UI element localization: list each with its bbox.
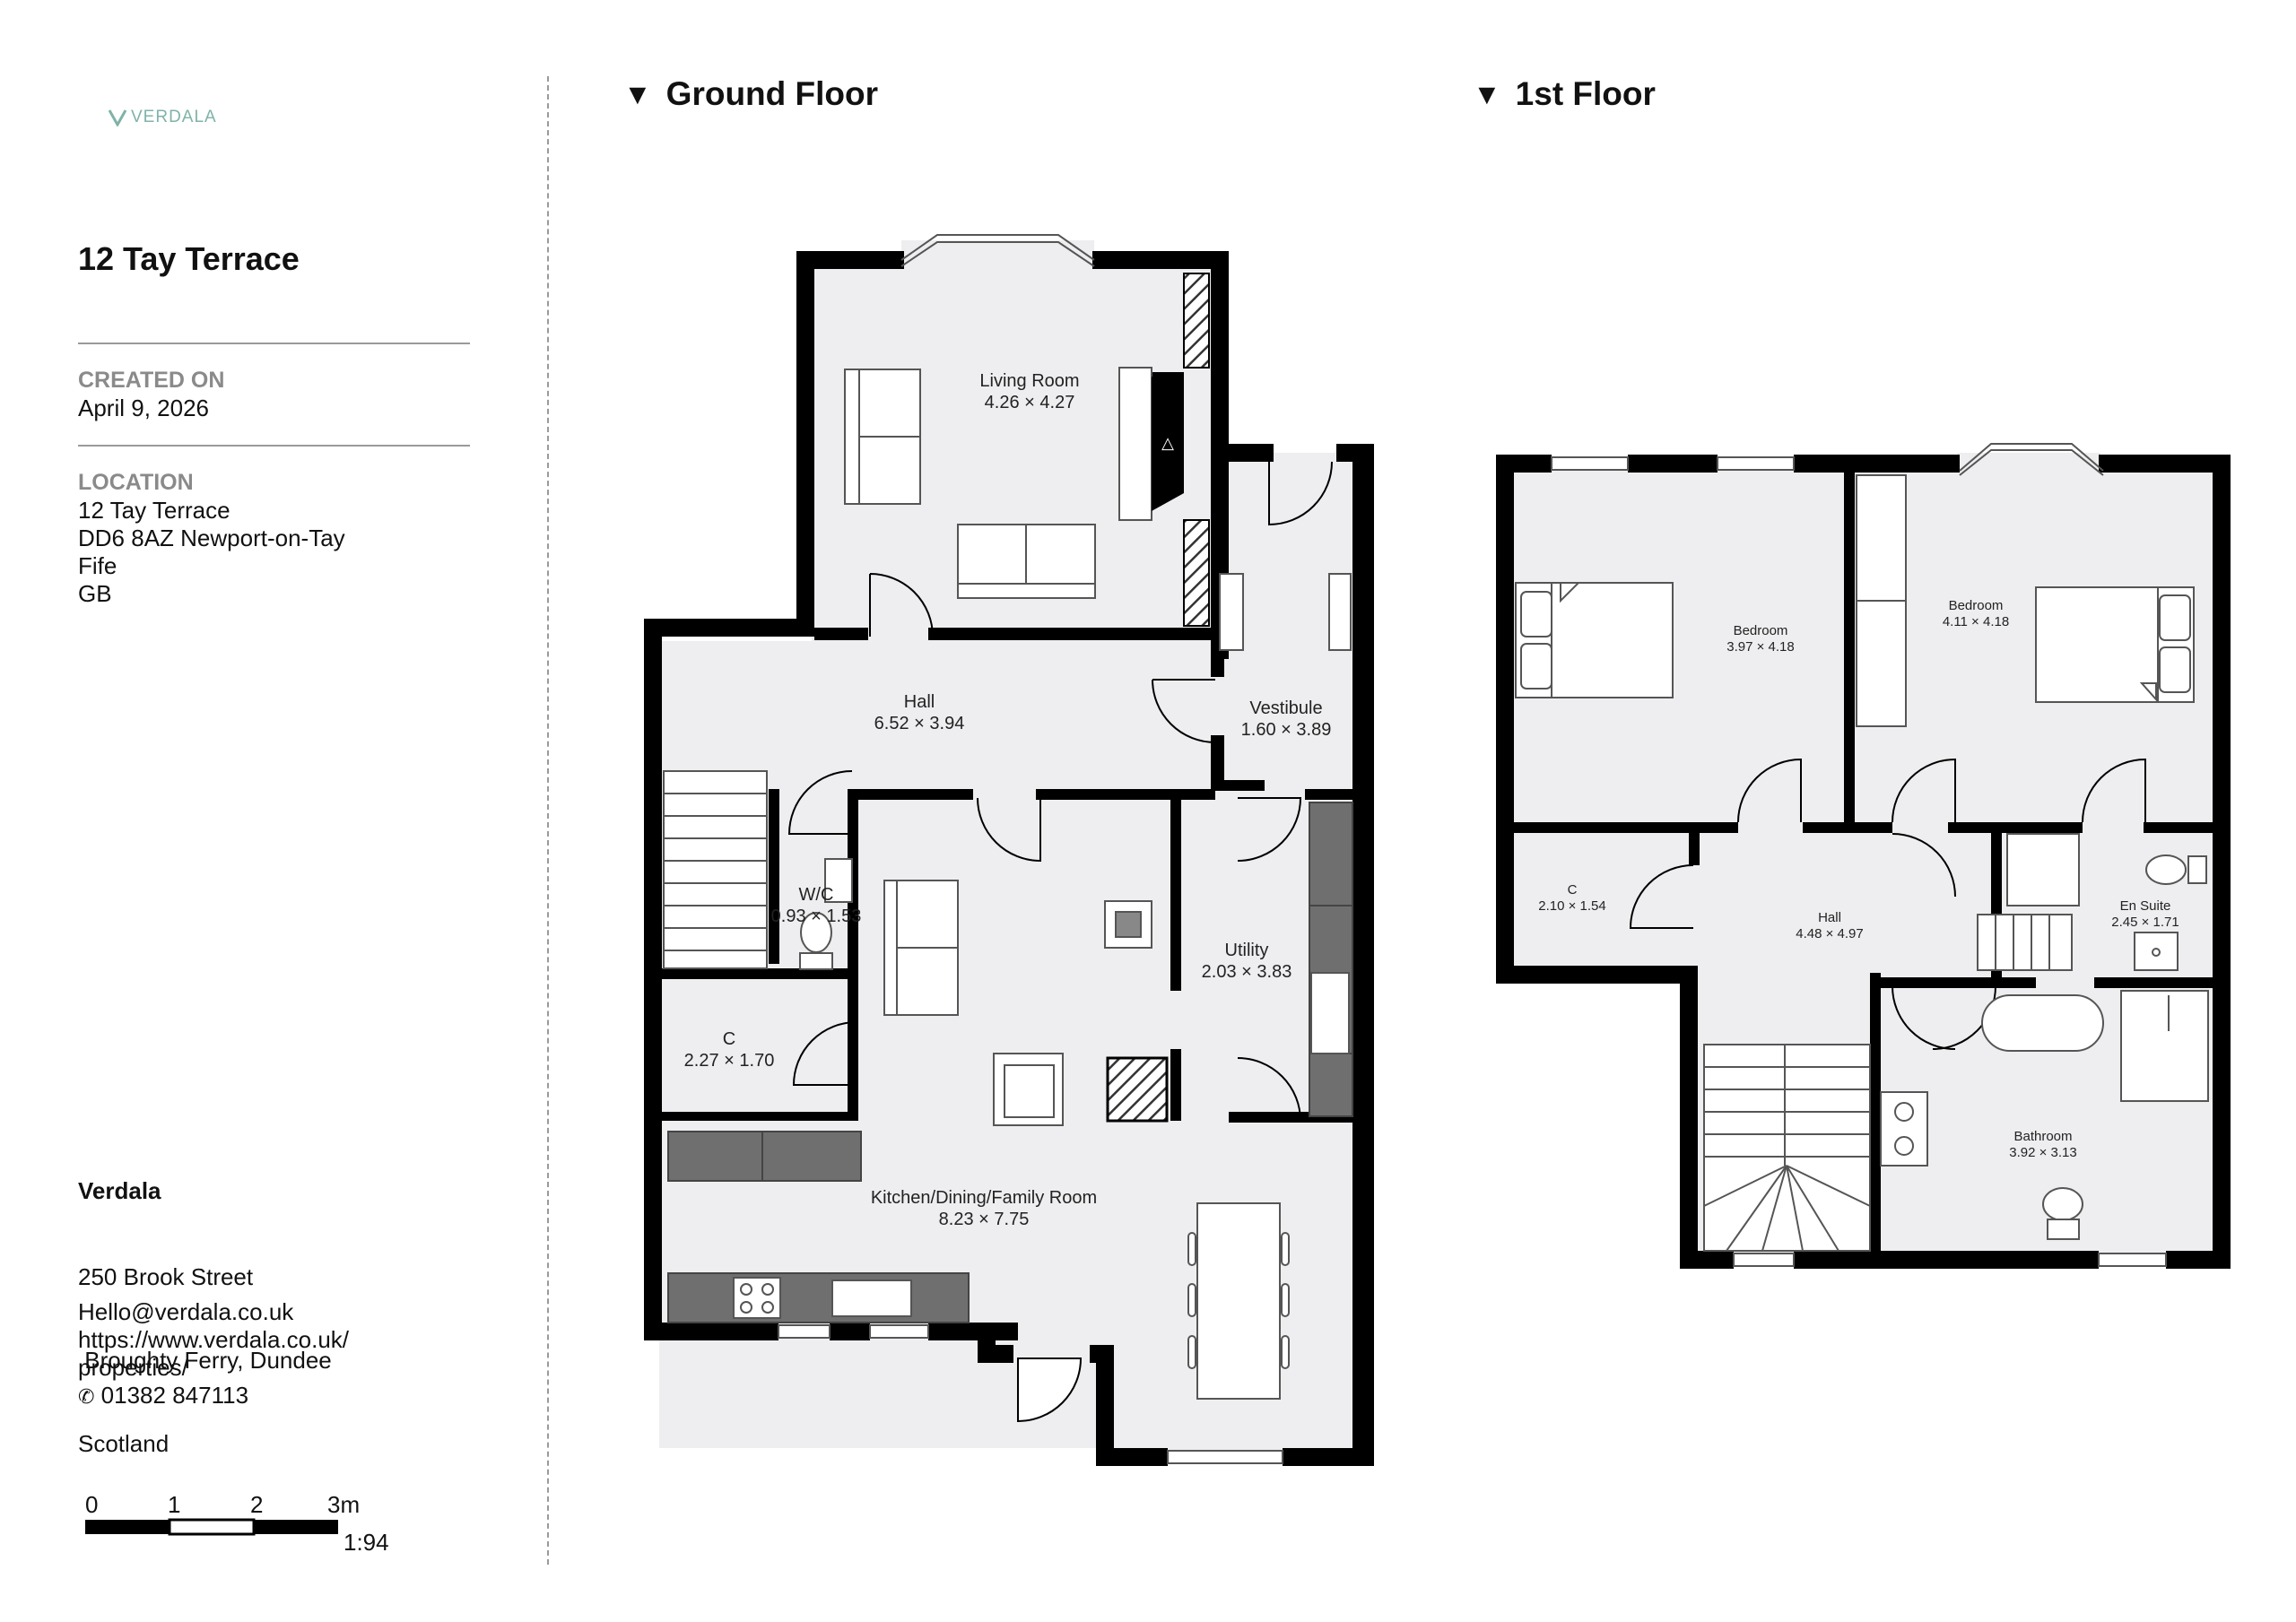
ground-room-labels: Living Room 4.26 × 4.27 Hall 6.52 × 3.94… [684,371,1332,1229]
section-divider [547,76,549,1565]
scale-ratio: 1:94 [344,1529,389,1556]
divider-rule [78,445,470,447]
chimney-hatch [1106,273,1210,1123]
floor-heading-first: ▼ 1st Floor [1473,75,1656,113]
room-name: W/C [799,885,834,905]
room-dims: 3.97 × 4.18 [1726,639,1794,655]
company-logo: VERDALA [108,108,217,127]
scale-tick-label: 2 [250,1493,263,1518]
ground-floor-windows [778,234,1283,1464]
hob-icon [733,1277,781,1319]
room-name: En Suite [2120,898,2171,914]
agent-address-line: Scotland [78,1430,170,1457]
ground-floor-furniture [799,369,1352,1400]
bathtub-icon [1981,994,2104,1052]
scale-tick-label: 0 [85,1493,98,1518]
shower-icon [2006,833,2080,906]
location-address: 12 Tay Terrace DD6 8AZ Newport-on-Tay Fi… [78,497,345,608]
location-line: DD6 8AZ Newport-on-Tay [78,525,345,551]
room-name: Vestibule [1249,698,1322,718]
ground-floor-doors [787,461,1333,1423]
divider-rule [78,343,470,344]
created-value: April 9, 2026 [78,395,209,421]
room-name: Bedroom [1949,598,2004,613]
website-line[interactable]: https://www.verdala.co.uk/ [78,1326,350,1353]
room-dims: 3.92 × 3.13 [2009,1145,2076,1160]
created-label: CREATED ON [78,368,225,393]
toilet-icon [2042,1187,2083,1221]
floor-heading-ground: ▼ Ground Floor [623,75,878,113]
fireplace-icon: △ [1118,367,1184,521]
shower-icon [2120,990,2209,1102]
floor-heading-label: Ground Floor [665,75,879,112]
triangle-down-icon: ▼ [623,77,652,110]
first-floor-doors [1629,758,2146,1050]
room-dims: 2.27 × 1.70 [684,1051,775,1071]
agent-name: Verdala [78,1177,161,1204]
info-sidebar: VERDALA 12 Tay Terrace CREATED ON April … [0,0,547,1622]
room-dims: 8.23 × 7.75 [939,1210,1030,1229]
first-floor-stairs [1703,914,2073,1252]
svg-text:△: △ [1161,434,1174,452]
scale-tick-label: 1 [168,1493,180,1518]
sink-icon [824,858,853,903]
room-name: Bathroom [2013,1129,2072,1144]
agent-contact: Hello@verdala.co.uk https://www.verdala.… [78,1298,349,1410]
room-name: C [723,1029,735,1049]
sink-icon [831,1279,912,1317]
location-line: 12 Tay Terrace [78,497,230,524]
kitchen-units [667,802,1353,1323]
triangle-down-icon: ▼ [1473,77,1501,110]
scale-segment [85,1520,170,1534]
agent-website-link[interactable]: https://www.verdala.co.uk/ properties/ [78,1326,349,1382]
room-name: Living Room [979,371,1079,391]
property-title: 12 Tay Terrace [78,240,300,277]
room-name: Kitchen/Dining/Family Room [871,1188,1097,1208]
ground-floor-stairs [663,770,768,969]
dining-table [1196,1202,1281,1400]
room-dims: 1.60 × 3.89 [1241,720,1332,740]
kitchen-fixtures [733,972,1350,1319]
room-dims: 4.26 × 4.27 [985,393,1075,412]
room-name: C [1568,882,1578,898]
sink-icon [2134,932,2179,971]
floor-heading-label: 1st Floor [1515,75,1656,112]
wardrobe [1856,474,1907,727]
scale-segment [254,1520,338,1534]
logo-mark-icon [108,109,127,126]
agent-address-line: 250 Brook Street [78,1263,254,1290]
scale-tick-label: 3m [327,1493,360,1518]
room-dims: 2.03 × 3.83 [1202,962,1292,982]
phone-number[interactable]: 01382 847113 [100,1382,249,1409]
room-dims: 6.52 × 3.94 [874,714,965,733]
first-floor-windows [1551,443,2167,1267]
room-dims: 2.45 × 1.71 [2111,915,2179,930]
website-line[interactable]: properties/ [78,1354,188,1381]
agent-email-link[interactable]: Hello@verdala.co.uk [78,1298,294,1325]
toilet-icon [2145,854,2187,885]
ground-floor-plan: △ [644,234,1374,1466]
first-floor-furniture [1515,582,2209,1240]
room-dims: 4.48 × 4.97 [1796,926,1863,941]
room-dims: 2.10 × 1.54 [1538,898,1605,914]
location-line: GB [78,580,112,607]
room-name: Hall [904,692,935,712]
first-room-labels: Bedroom 3.97 × 4.18 Bedroom 4.11 × 4.18 … [1538,598,2179,1160]
location-label: LOCATION [78,470,194,495]
agent-address-line: Broughty Ferry, Dundee [78,1347,332,1374]
sink-icon [1310,972,1350,1054]
logo-text: VERDALA [131,108,217,126]
room-dims: 4.11 × 4.18 [1943,614,2009,629]
first-floor-plan: Bedroom 3.97 × 4.18 Bedroom 4.11 × 4.18 … [1496,443,2231,1269]
room-dims: 0.93 × 1.53 [771,906,862,926]
location-line: Fife [78,552,117,579]
room-name: Utility [1225,941,1269,960]
room-name: Hall [1818,910,1841,925]
phone-icon: ✆ [78,1385,95,1408]
scale-bar: 0 1 2 3m 1:94 [85,1493,389,1556]
agent-phone[interactable]: ✆ 01382 847113 [78,1382,349,1410]
agent-address: 250 Brook Street Broughty Ferry, Dundee … [78,1208,332,1514]
room-name: Bedroom [1734,623,1788,638]
